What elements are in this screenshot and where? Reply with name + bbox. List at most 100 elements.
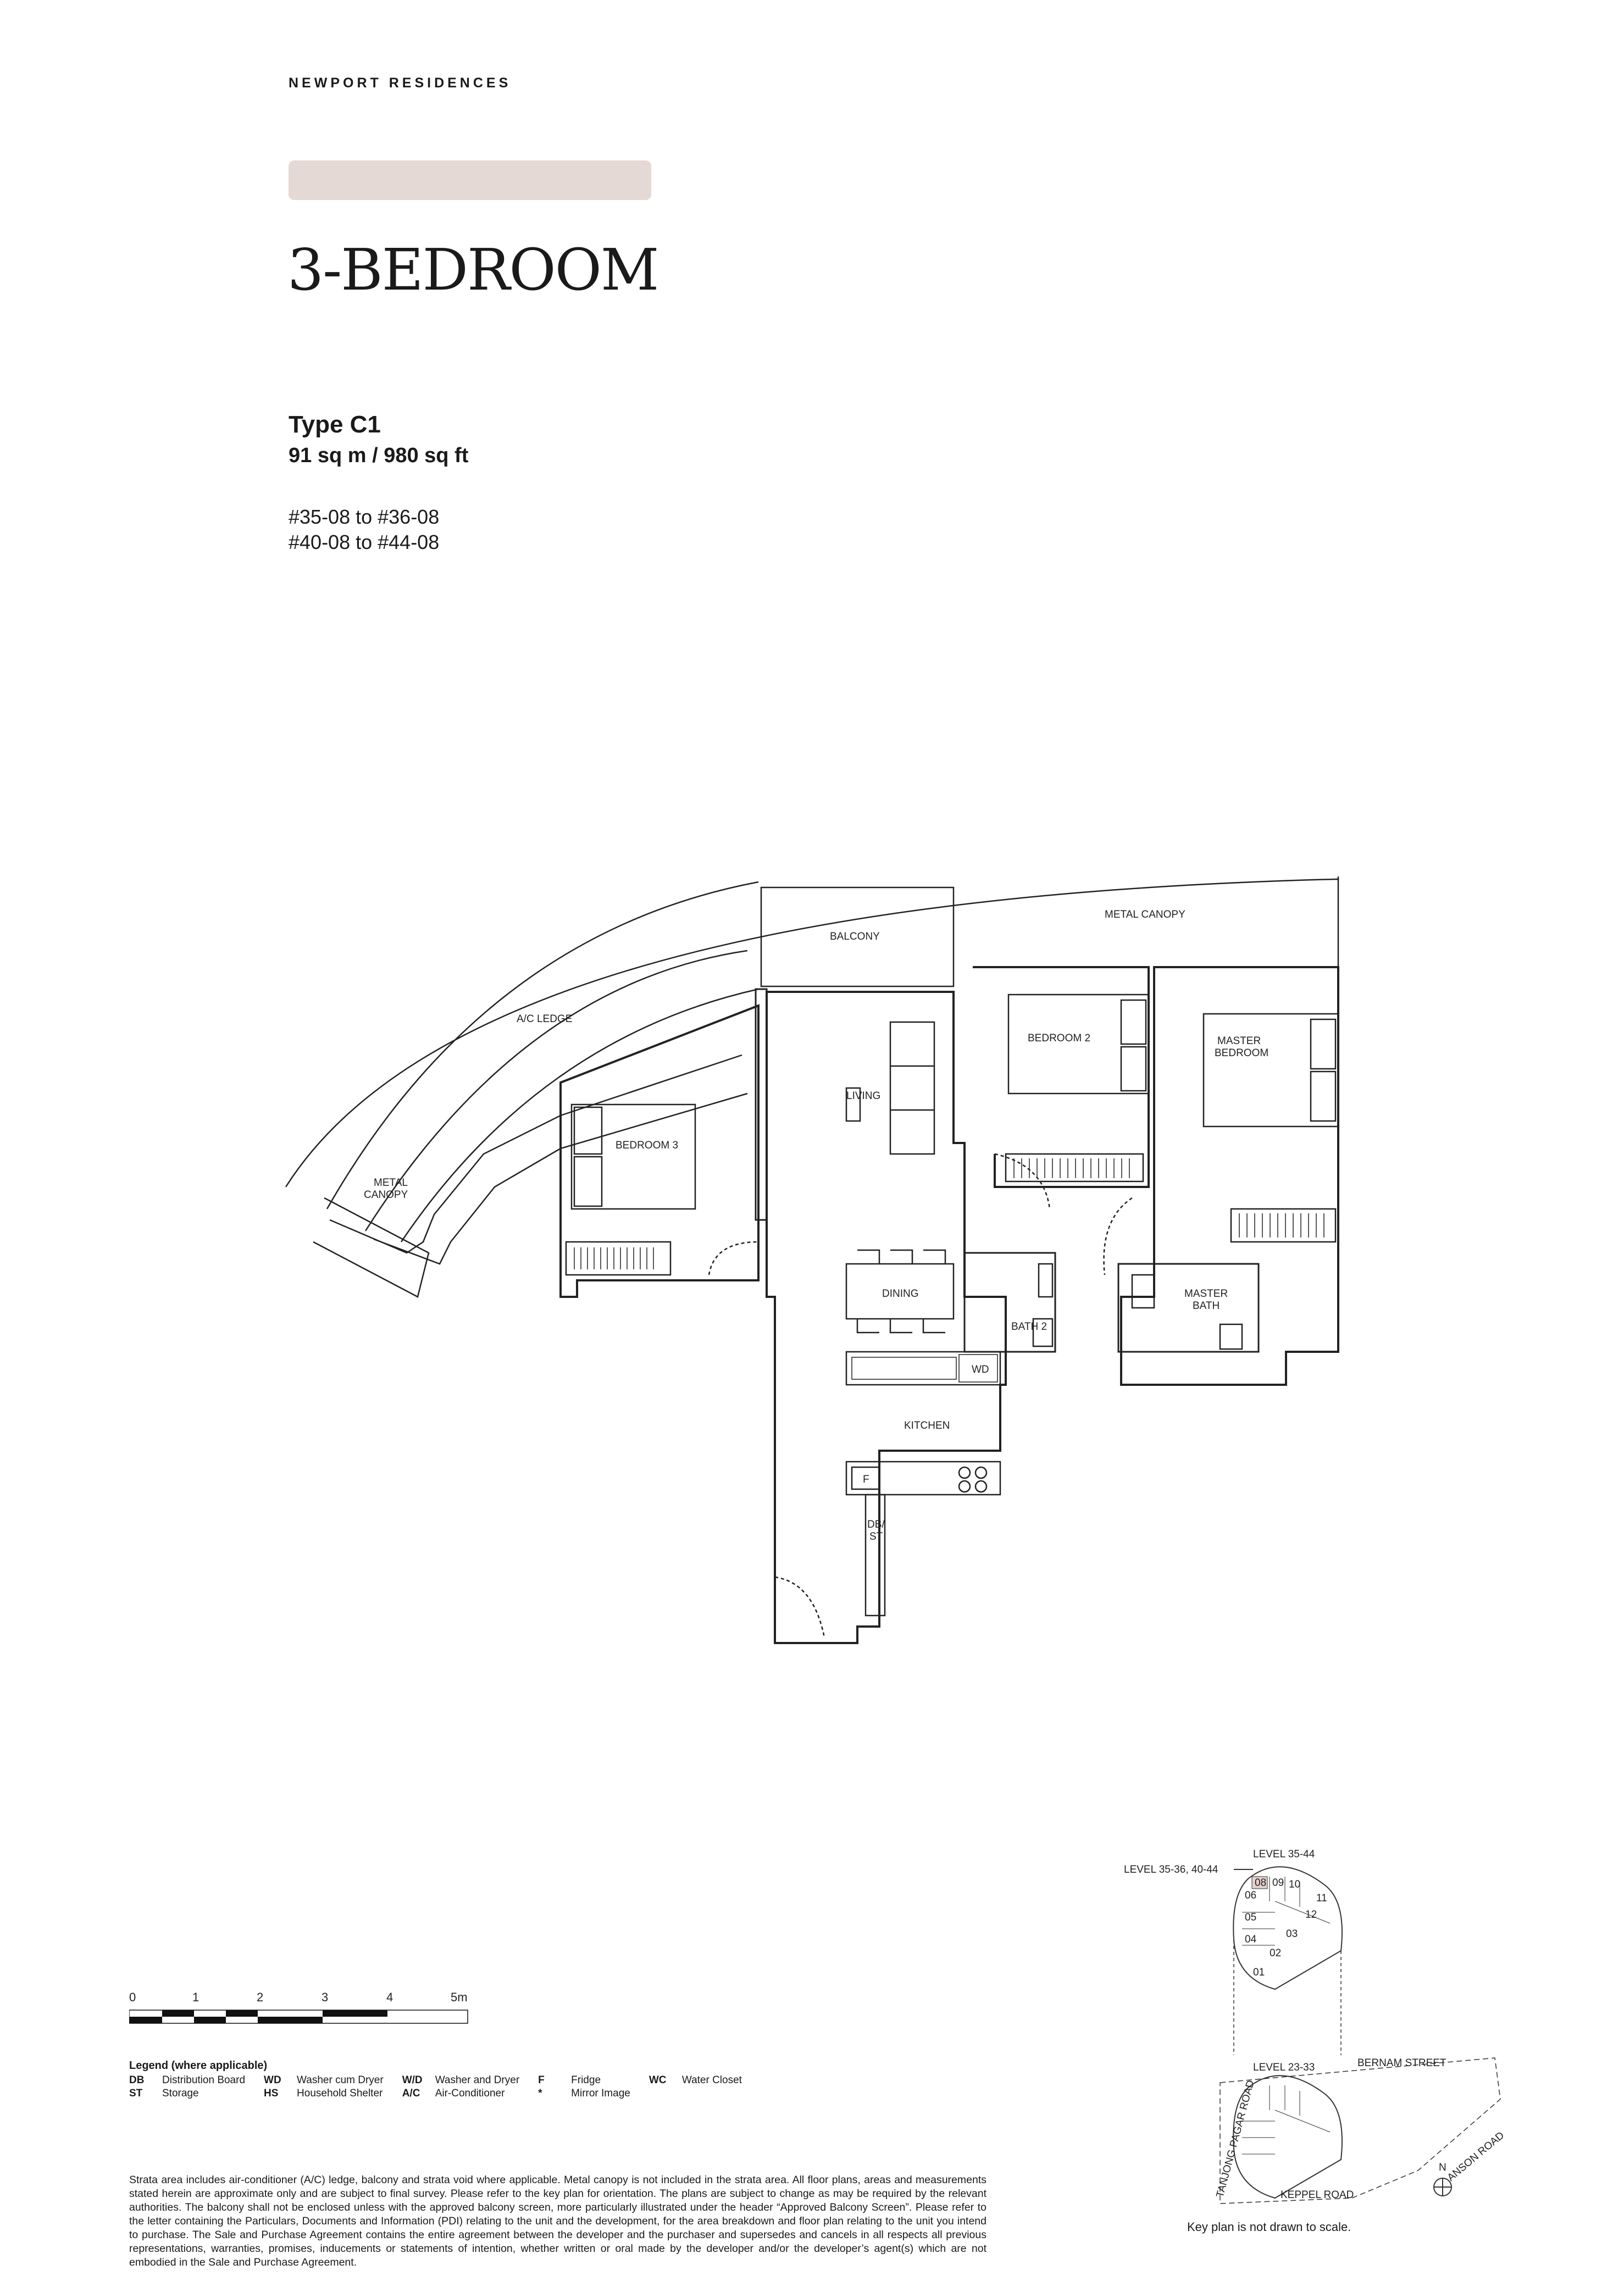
- keyplan-level-bottom: LEVEL 23-33: [1253, 2062, 1315, 2073]
- unit-stack-2: #40-08 to #44-08: [289, 531, 440, 553]
- label-balcony: BALCONY: [830, 931, 880, 942]
- legend-abbr: HS: [264, 2088, 279, 2099]
- road-anson: ANSON ROAD: [1445, 2130, 1506, 2184]
- legend-table: DB Distribution Board WD Washer cum Drye…: [129, 2074, 761, 2101]
- legend-def: Washer cum Dryer: [297, 2074, 384, 2086]
- lower-tower: [1233, 2075, 1343, 2199]
- unit-12: 12: [1305, 1909, 1317, 1921]
- category-tag: [289, 160, 651, 200]
- disclaimer-notes: Strata area includes air-conditioner (A/…: [129, 2174, 986, 2268]
- scale-tick-3: 3: [322, 1990, 328, 2004]
- label-ac-ledge: A/C LEDGE: [517, 1013, 572, 1025]
- bedroom3-wall: [559, 1004, 760, 1298]
- keyplan-note: Key plan is not drawn to scale.: [1187, 2220, 1351, 2234]
- kitchen-counter-top: [845, 1351, 1001, 1386]
- scale-tick-0: 0: [129, 1990, 136, 2004]
- unit-type: Type C1: [289, 411, 381, 438]
- unit-06: 06: [1245, 1890, 1256, 1901]
- unit-02: 02: [1270, 1947, 1281, 1959]
- kitchen-counter-bottom: [845, 1461, 1001, 1496]
- legend: Legend (where applicable) DB Distributio…: [129, 2060, 761, 2101]
- master-bedroom-walls: [1120, 966, 1339, 1386]
- label-master-bath-1: MASTER: [1184, 1288, 1228, 1300]
- unit-08: 08: [1255, 1877, 1266, 1889]
- unit-category-title: 3-BEDROOM: [287, 236, 659, 303]
- canopy-outer-arc: [285, 876, 1339, 1187]
- keyplan-level-top: LEVEL 35-44: [1253, 1849, 1315, 1860]
- upper-tower: [1233, 1866, 1343, 1990]
- legend-abbr: DB: [129, 2074, 145, 2086]
- bedroom3-bed: [570, 1103, 696, 1210]
- master-wardrobe: [1230, 1208, 1337, 1243]
- legend-abbr: WC: [649, 2074, 667, 2086]
- coffee-table: [845, 1087, 861, 1122]
- label-master-bedroom-1: MASTER: [1217, 1035, 1261, 1047]
- unit-10: 10: [1289, 1879, 1300, 1890]
- label-metal-canopy-top: METAL CANOPY: [1105, 909, 1185, 920]
- ac-ledge-arc-3: [400, 988, 759, 1242]
- unit-05: 05: [1245, 1912, 1256, 1923]
- legend-abbr: F: [538, 2074, 545, 2086]
- legend-title: Legend (where applicable): [129, 2060, 268, 2072]
- scale-tick-1: 1: [192, 1990, 199, 2004]
- key-plan: LEVEL 35-44 LEVEL 35-36, 40-44 LEVEL 23-…: [1124, 1849, 1506, 2204]
- ac-ledge-arc-1: [326, 881, 759, 1209]
- label-db: DB/: [867, 1519, 885, 1530]
- legend-abbr: W/D: [402, 2074, 423, 2086]
- master-bed: [1202, 1013, 1339, 1128]
- legend-def: Water Closet: [681, 2074, 742, 2086]
- unit-stack-1: #35-08 to #36-08: [289, 506, 440, 528]
- label-metal-canopy-left-1: METAL: [374, 1177, 408, 1189]
- legend-abbr: WD: [264, 2074, 281, 2086]
- left-canopy: [313, 1197, 430, 1298]
- label-bedroom3: BEDROOM 3: [616, 1140, 678, 1151]
- unit-03: 03: [1286, 1928, 1298, 1940]
- road-bernam: BERNAM STREET: [1357, 2057, 1446, 2069]
- label-bath2: BATH 2: [1011, 1321, 1047, 1333]
- unit-11: 11: [1316, 1893, 1327, 1904]
- dining-table: [845, 1263, 955, 1320]
- highlight-unit-08: [1251, 1876, 1268, 1889]
- label-bedroom2: BEDROOM 2: [1028, 1033, 1090, 1044]
- master-door: [1103, 1197, 1133, 1275]
- label-master-bath-2: BATH: [1193, 1300, 1220, 1312]
- unit-04: 04: [1245, 1934, 1257, 1945]
- scale-tick-5: 5m: [451, 1990, 468, 2004]
- legend-abbr: [649, 2088, 682, 2101]
- unit-area: 91 sq m / 980 sq ft: [289, 444, 469, 467]
- legend-def: Washer and Dryer: [435, 2074, 520, 2086]
- unit-stacks: #35-08 to #36-08 #40-08 to #44-08: [289, 504, 439, 555]
- floor-plan: METAL CANOPY BALCONY A/C LEDGE LIVING BE…: [285, 876, 1339, 1644]
- north-label: N: [1439, 2162, 1446, 2173]
- brand-name: NEWPORT RESIDENCES: [289, 75, 512, 91]
- scale-tick-4: 4: [386, 1990, 393, 2004]
- legend-abbr: *: [538, 2088, 542, 2099]
- bedroom2-walls: [973, 966, 1150, 1188]
- bedroom3-door: [708, 1241, 759, 1275]
- legend-abbr: A/C: [402, 2088, 420, 2099]
- road-keppel: KEPPEL ROAD: [1281, 2189, 1354, 2201]
- keyplan-level-marker: LEVEL 35-36, 40-44: [1124, 1864, 1218, 1875]
- label-dining: DINING: [882, 1288, 919, 1300]
- entrance-door: [774, 1576, 825, 1638]
- label-kitchen: KITCHEN: [904, 1420, 950, 1431]
- balcony: [760, 886, 955, 987]
- label-st: ST: [869, 1531, 883, 1542]
- legend-def: Distribution Board: [162, 2074, 246, 2086]
- label-fridge: F: [863, 1474, 869, 1485]
- legend-def: [682, 2088, 761, 2101]
- bedroom2-bed: [1007, 994, 1150, 1095]
- label-living: LIVING: [846, 1090, 880, 1102]
- road-tanjong: TANJONG PAGAR ROAD: [1215, 2079, 1257, 2199]
- label-master-bedroom-2: BEDROOM: [1215, 1047, 1268, 1059]
- label-wd: WD: [972, 1364, 989, 1375]
- legend-def: Household Shelter: [297, 2088, 383, 2099]
- master-bath: [1117, 1263, 1260, 1353]
- sofa: [889, 1021, 935, 1155]
- scale-tick-2: 2: [257, 1990, 263, 2004]
- living-walls: [766, 991, 1007, 1644]
- bedroom2-door: [994, 1153, 1051, 1209]
- ledge-rail-2: [373, 1092, 748, 1265]
- legend-def: Mirror Image: [571, 2088, 630, 2099]
- db-st-cupboard: [864, 1494, 886, 1617]
